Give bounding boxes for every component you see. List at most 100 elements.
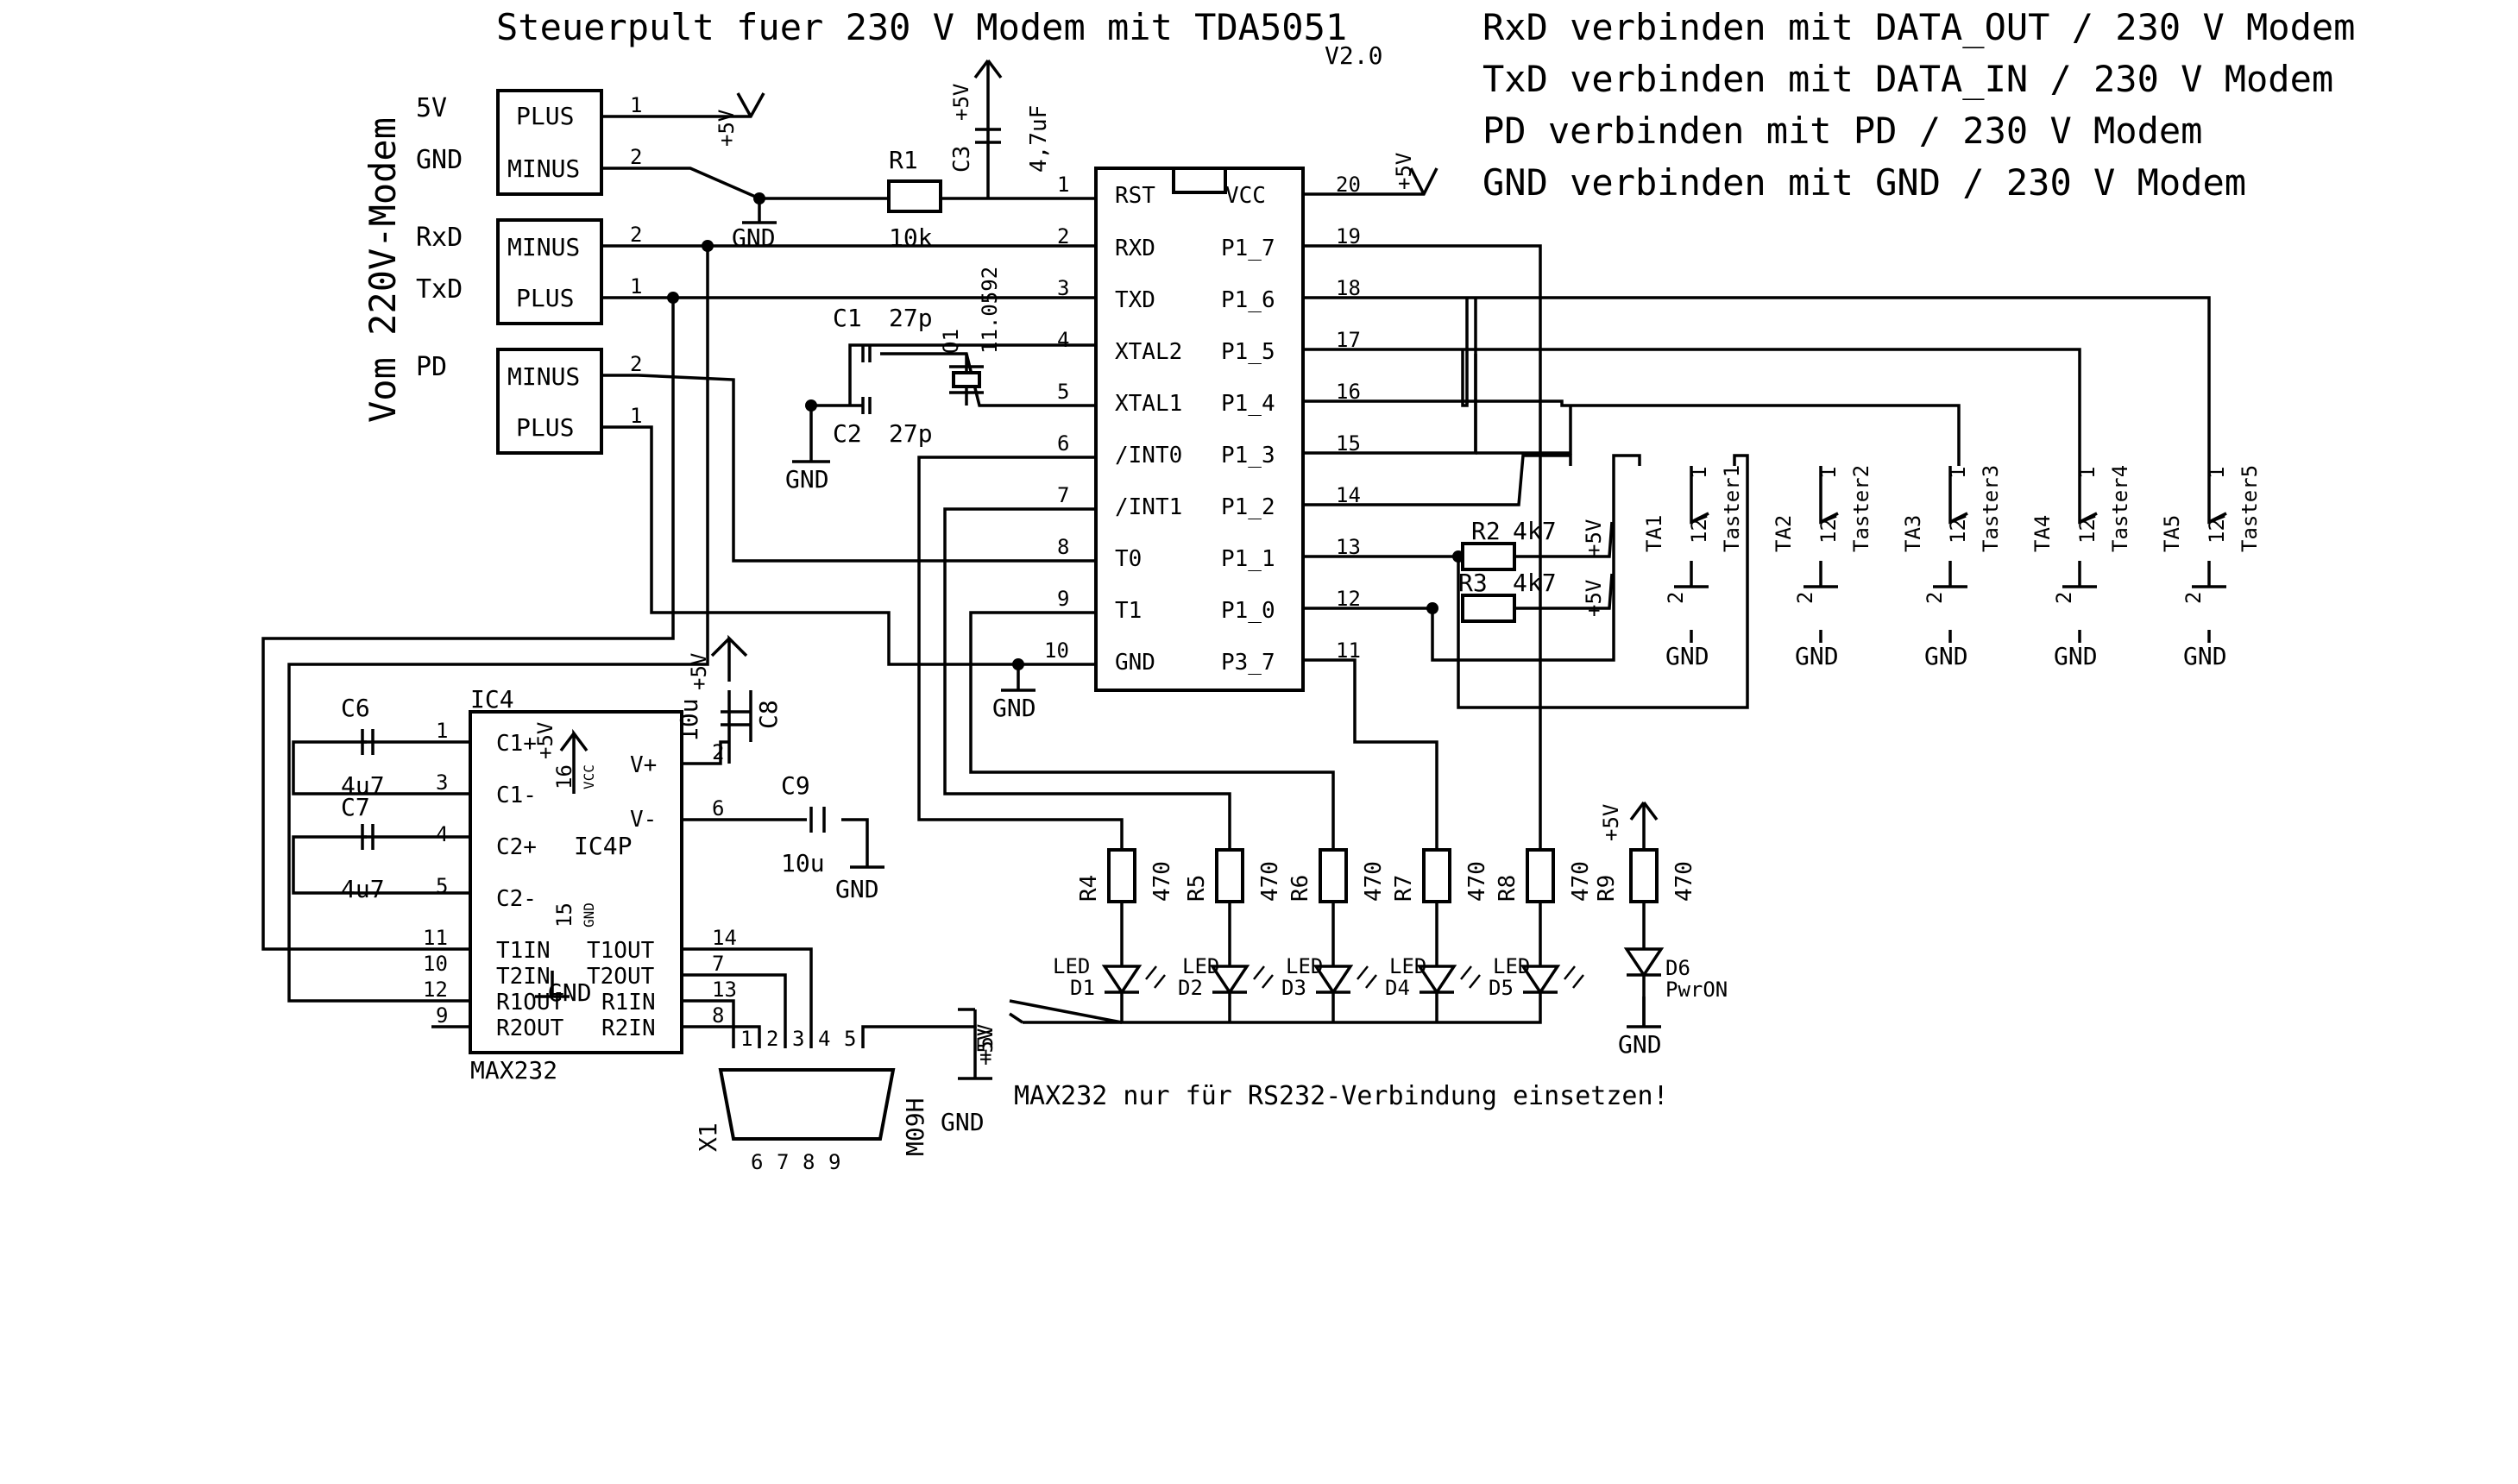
pin-number: 5 [1057,380,1069,404]
led-word: LED [1493,954,1530,978]
note-txd: TxD verbinden mit DATA_IN / 230 V Modem [1482,58,2333,100]
label-c6: C6 [341,694,370,722]
value-c8: 10u [675,698,703,742]
led-resistor-label: R4 [1076,875,1102,902]
mcu-pin-label: /INT1 [1115,494,1182,520]
label-r1: R1 [889,146,918,174]
plus5v-label: +5V [1392,153,1416,190]
max232-pin: V- [630,807,657,833]
value-c7: 4u7 [341,875,385,903]
max232-pin: R2OUT [496,1016,564,1041]
led-resistor-label: R5 [1184,875,1210,902]
dsub-pin: 8 [803,1150,815,1174]
switch-name: Taster1 [1720,465,1744,552]
gnd-label: GND [2054,642,2098,670]
pin-number: 1 [1057,173,1069,197]
crystal-q1 [949,365,984,394]
power-led [1623,848,1665,1028]
plus5v-label: +5V [1582,580,1606,617]
switch-pin: 12 [2075,519,2099,544]
max232-pin: T1OUT [587,938,655,964]
capacitor-c7 [361,824,375,850]
connector-pin-minus: MINUS [507,362,580,391]
capacitor-c6 [361,729,375,755]
led-word: LED [1286,954,1323,978]
label-c1: C1 [833,304,862,332]
value-c6: 4u7 [341,771,385,800]
max232-pin: C1- [496,783,537,808]
side-label-txd: TxD [416,274,463,305]
value-r1: 10k [889,223,933,252]
switch-pin: 1 [1946,467,1970,479]
connector-pin-plus: PLUS [516,413,574,442]
capacitor-c3 [975,128,1001,144]
capacitor-c8 [721,710,751,726]
gnd-label: GND [941,1108,985,1136]
mcu-pin-label: P1_2 [1221,494,1275,520]
pin-number: 1 [630,274,642,299]
mcu-pin-label: /INT0 [1115,443,1182,468]
gnd-label: GND [2183,642,2227,670]
gnd-label: GND [1618,1030,1662,1059]
pin-number: 2 [630,223,642,247]
led-diode-label: D4 [1385,976,1410,1000]
led-resistor-value: 470 [1257,861,1283,902]
dsub-label: X1 [694,1122,722,1152]
mcu-pin-label: XTAL2 [1115,339,1182,365]
label-c3: C3 [949,146,975,173]
gnd-label: GND [1795,642,1839,670]
max232-name: IC4 [470,685,514,714]
switch-pin: 2 [1793,592,1817,604]
dsub-pin: 5 [844,1027,856,1051]
connector-pin-minus: MINUS [507,154,580,183]
label-r2: R2 [1471,517,1501,545]
mcu-pin-label: P1_0 [1221,598,1275,624]
max232-pin: C1+ [496,731,537,757]
mcu-pin-label: P1_3 [1221,443,1275,468]
pin-number: 13 [712,978,737,1002]
led-resistor-label: R8 [1495,875,1520,902]
connector-pin-minus: MINUS [507,233,580,261]
pin-number: 3 [1057,276,1069,300]
pin-number: 4 [1057,328,1069,352]
dsub-part: M09H [901,1098,929,1156]
switch-ta: TA4 [2030,515,2055,552]
pin-number: 9 [1057,587,1069,611]
value-d6: PwrON [1665,978,1728,1002]
plus5v-label: +5V [1599,804,1623,841]
max232-right-pins: V+ V- T1OUT T2OUT R1IN R2IN [587,752,657,1041]
schematic-title: Steuerpult fuer 230 V Modem mit TDA5051 [496,6,1347,48]
max232-note: MAX232 nur für RS232-Verbindung einsetze… [1014,1081,1669,1111]
resistor-r2 [1461,542,1516,571]
max232-part: MAX232 [470,1056,557,1085]
mcu-pin-label: P1_7 [1221,236,1275,261]
gnd-label: GND [1665,642,1709,670]
pin-number: 11 [423,926,448,950]
connector-pd: MINUS PLUS [496,348,603,455]
mcu-pin-label: P3_7 [1221,650,1275,676]
pin-number: 1 [630,93,642,117]
led-resistor-value: 470 [1361,861,1387,902]
capacitor-c1 [861,345,872,362]
pin-number: 12 [423,978,448,1002]
value-c2: 27p [889,419,933,448]
connector-supply: PLUS MINUS [496,89,603,196]
max232-pin: C2- [496,886,537,912]
mcu-pin-label: VCC [1225,183,1266,209]
connector-serial: MINUS PLUS [496,218,603,325]
switch-pin: 2 [1664,592,1688,604]
label-c2: C2 [833,419,862,448]
plus5v-label: +5V [949,84,973,121]
pin-number: 4 [436,822,448,846]
led-resistor-label: R6 [1287,875,1313,902]
dsub-pin: 1 [740,1027,752,1051]
switch-name: Taster5 [2238,465,2262,552]
side-label-5v: 5V [416,93,447,123]
switch-pin: 12 [1687,519,1711,544]
mcu-pin-label: T1 [1115,598,1142,624]
pin-number: 7 [1057,483,1069,507]
